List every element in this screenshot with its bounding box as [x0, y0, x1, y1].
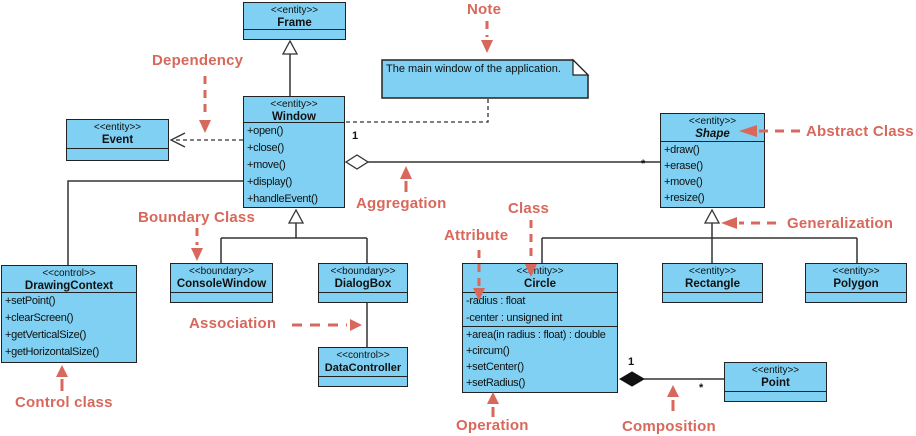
class-consolewindow-name: ConsoleWindow	[176, 278, 267, 290]
class-window-name: Window	[272, 111, 316, 123]
class-datacontroller-stereotype: <<control>>	[336, 350, 390, 361]
composition-annotation-arrowhead-icon	[667, 385, 679, 397]
class-frame-empty-compartment	[244, 29, 345, 39]
class-drawingcontext: <<control>> DrawingContext +setPoint() +…	[1, 265, 137, 363]
class-window-operation: +display()	[247, 176, 292, 188]
operation-annotation-arrowhead-icon	[487, 392, 499, 404]
annotation-label-aggregation: Aggregation	[356, 195, 447, 212]
class-window-operation: +close()	[247, 142, 285, 154]
class-polygon-name: Polygon	[833, 278, 879, 290]
class-drawingcontext-operation: +getHorizontalSize()	[5, 346, 99, 358]
class-rectangle-stereotype: <<entity>>	[688, 266, 737, 277]
class-point: <<entity>> Point	[724, 362, 827, 402]
dependency-annotation-arrowhead-icon	[199, 120, 211, 133]
class-window-operation: +move()	[247, 159, 286, 171]
class-circle-operation: +area(in radius : float) : double	[466, 329, 606, 341]
generalization-arrowhead-frame	[281, 39, 299, 55]
class-drawingcontext-operation: +clearScreen()	[5, 312, 74, 324]
class-shape-operation: +resize()	[664, 192, 705, 204]
class-drawingcontext-operation: +getVerticalSize()	[5, 329, 87, 341]
class-drawingcontext-name: DrawingContext	[24, 280, 114, 292]
annotation-label-operation: Operation	[456, 417, 529, 434]
composition-diamond-icon	[619, 371, 645, 387]
class-rectangle-empty-compartment	[663, 292, 762, 302]
class-event-empty-compartment	[67, 148, 168, 160]
class-circle: <<entity>> Circle -radius : float -cente…	[462, 263, 618, 393]
class-polygon-stereotype: <<entity>>	[832, 266, 880, 277]
class-shape-name: Shape	[695, 128, 730, 140]
association-annotation-arrowhead-icon	[350, 319, 362, 331]
composition-multiplicity-target: *	[699, 382, 704, 394]
class-rectangle: <<entity>> Rectangle	[662, 263, 763, 303]
generalization-arrowhead-window	[287, 208, 305, 224]
annotation-label-association: Association	[189, 315, 277, 332]
class-point-name: Point	[761, 377, 790, 389]
class-circle-attribute: -radius : float	[466, 295, 526, 307]
note-annotation-arrowhead-icon	[481, 40, 493, 53]
aggregation-multiplicity-target: *	[641, 158, 646, 170]
annotation-label-dependency: Dependency	[152, 52, 244, 69]
class-frame-name: Frame	[277, 17, 312, 29]
note-anchor-connector	[345, 99, 489, 123]
class-point-empty-compartment	[725, 391, 826, 401]
class-shape-operation: +move()	[664, 176, 703, 188]
class-window-operation: +handleEvent()	[247, 193, 318, 205]
class-consolewindow: <<boundary>> ConsoleWindow	[170, 263, 273, 303]
annotation-label-generalization: Generalization	[787, 215, 894, 232]
annotation-label-note: Note	[467, 1, 502, 18]
class-datacontroller: <<control>> DataController	[318, 347, 408, 387]
class-dialogbox-name: DialogBox	[334, 278, 392, 290]
class-window-operation: +open()	[247, 125, 284, 137]
annotation-label-composition: Composition	[622, 418, 716, 435]
class-circle-operation: +circum()	[466, 345, 510, 357]
note-text: The main window of the application.	[386, 63, 561, 75]
class-dialogbox: <<boundary>> DialogBox	[318, 263, 408, 303]
class-shape-operation: +draw()	[664, 144, 700, 156]
class-window: <<entity>> Window +open() +close() +move…	[243, 96, 345, 208]
class-circle-operation: +setRadius()	[466, 377, 526, 389]
class-datacontroller-name: DataController	[324, 362, 402, 374]
class-datacontroller-empty-compartment	[319, 376, 407, 386]
class-consolewindow-empty-compartment	[171, 292, 272, 302]
class-rectangle-name: Rectangle	[685, 278, 740, 290]
class-circle-operation: +setCenter()	[466, 361, 524, 373]
class-window-stereotype: <<entity>>	[270, 99, 318, 110]
class-point-stereotype: <<entity>>	[751, 365, 800, 376]
annotation-label-abstract-class: Abstract Class	[806, 123, 914, 140]
class-drawingcontext-stereotype: <<control>>	[42, 268, 96, 279]
aggregation-annotation-arrowhead-icon	[400, 166, 412, 179]
class-polygon: <<entity>> Polygon	[805, 263, 907, 303]
class-polygon-empty-compartment	[806, 292, 906, 302]
generalization-annotation-arrowhead-icon	[721, 217, 737, 229]
class-circle-name: Circle	[524, 278, 556, 290]
composition-multiplicity-source: 1	[628, 356, 635, 368]
class-shape-stereotype: <<entity>>	[688, 116, 737, 127]
aggregation-diamond-icon	[344, 154, 370, 170]
annotation-label-boundary-class: Boundary Class	[138, 209, 255, 226]
class-drawingcontext-operation: +setPoint()	[5, 295, 56, 307]
class-shape: <<entity>> Shape +draw() +erase() +move(…	[660, 113, 765, 208]
class-consolewindow-stereotype: <<boundary>>	[188, 266, 255, 277]
class-dialogbox-empty-compartment	[319, 292, 407, 302]
class-event: <<entity>> Event	[66, 119, 169, 161]
class-circle-attribute: -center : unsigned int	[466, 312, 563, 324]
class-event-stereotype: <<entity>>	[93, 122, 142, 133]
annotation-label-attribute: Attribute	[444, 227, 509, 244]
class-event-name: Event	[101, 134, 134, 146]
boundary-annotation-arrowhead-icon	[191, 248, 203, 261]
class-frame: <<entity>> Frame	[243, 2, 346, 40]
generalization-arrowhead-shape	[703, 208, 721, 224]
class-dialogbox-stereotype: <<boundary>>	[330, 266, 396, 277]
aggregation-multiplicity-source: 1	[352, 130, 359, 142]
class-shape-operation: +erase()	[664, 160, 703, 172]
class-frame-stereotype: <<entity>>	[270, 5, 319, 16]
class-circle-stereotype: <<entity>>	[516, 266, 564, 277]
dependency-arrowhead-event	[169, 132, 186, 148]
annotation-label-class: Class	[508, 200, 550, 217]
control-class-annotation-arrowhead-icon	[56, 365, 68, 377]
annotation-label-control-class: Control class	[15, 394, 113, 411]
